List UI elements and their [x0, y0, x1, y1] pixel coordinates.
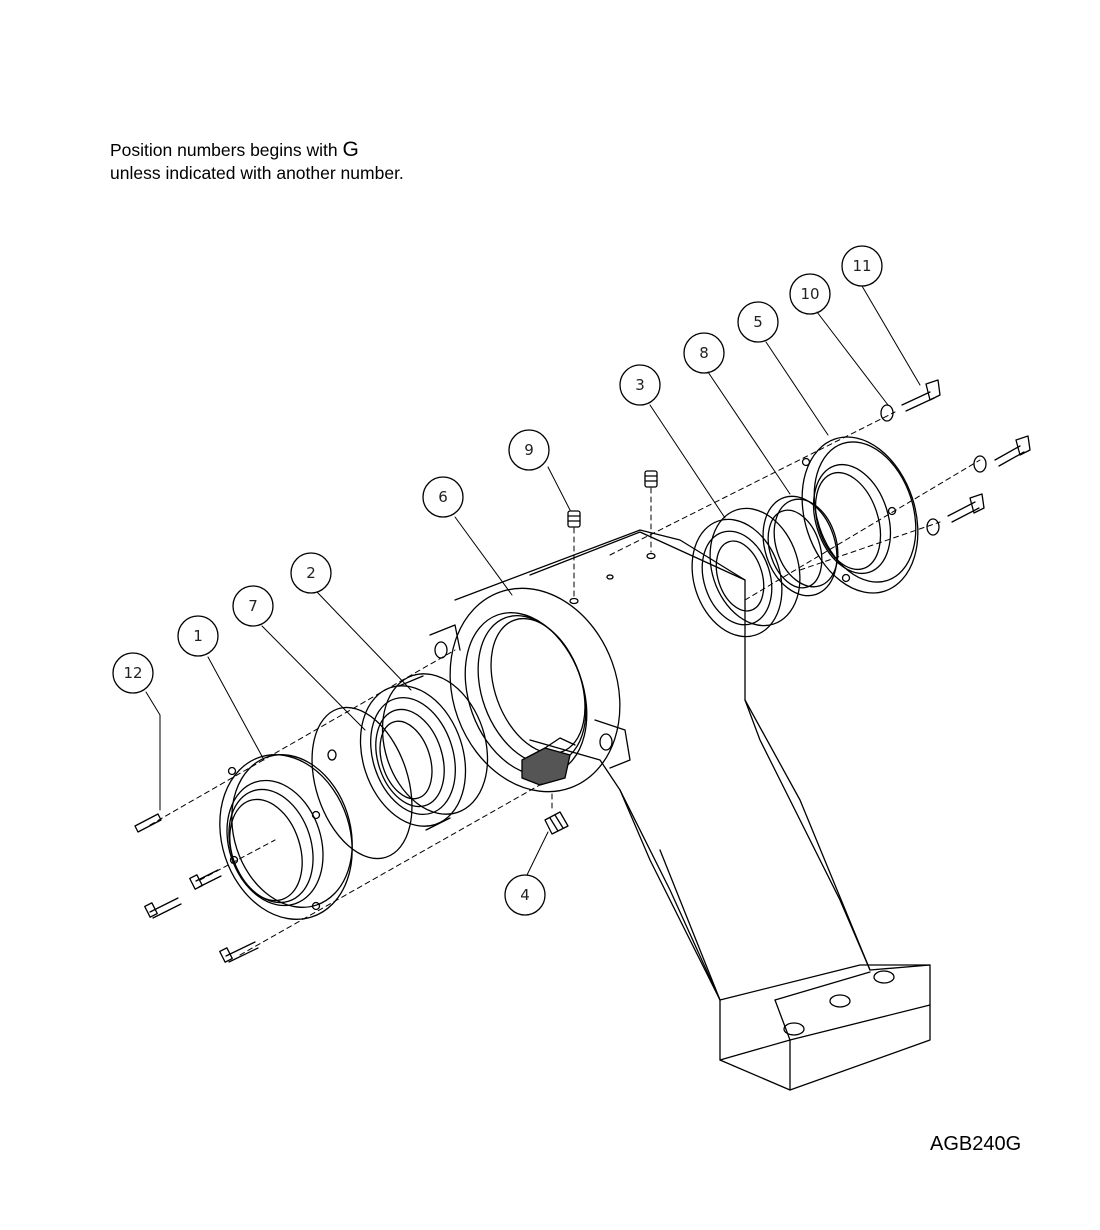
balloon-10: 10 [789, 273, 831, 315]
svg-text:3: 3 [635, 376, 645, 394]
balloon-4: 4 [504, 874, 546, 916]
bearing-left [359, 673, 489, 831]
leader-lines [145, 285, 921, 876]
o-ring-hole [327, 749, 337, 761]
balloon-6: 6 [422, 476, 464, 518]
assembly-axes [149, 411, 981, 956]
grease-nipple-bottom [544, 811, 569, 835]
balloon-8: 8 [683, 332, 725, 374]
svg-text:2: 2 [306, 564, 316, 582]
balloons: 11 10 5 8 3 9 6 2 7 1 12 4 [112, 245, 883, 916]
pedestal-housing [454, 529, 931, 1091]
balloon-12: 12 [112, 652, 154, 694]
drawing-id: AGB240G [930, 1133, 1022, 1155]
svg-text:9: 9 [524, 441, 534, 459]
bearing-right [691, 507, 801, 638]
cover-right [801, 436, 919, 594]
position-note: Position numbers begins with G unless in… [110, 138, 404, 185]
note-line-2: unless indicated with another number. [110, 163, 404, 183]
seal-ring [762, 495, 839, 597]
balloon-2: 2 [290, 552, 332, 594]
svg-text:12: 12 [123, 664, 142, 682]
balloon-11: 11 [841, 245, 883, 287]
bolts [134, 379, 1031, 963]
svg-text:10: 10 [800, 285, 819, 303]
svg-text:6: 6 [438, 488, 448, 506]
svg-text:1: 1 [193, 627, 203, 645]
svg-text:11: 11 [852, 257, 871, 275]
note-line-1: Position numbers begins with G [110, 138, 404, 162]
balloon-1: 1 [177, 615, 219, 657]
svg-text:5: 5 [753, 313, 763, 331]
balloon-7: 7 [232, 585, 274, 627]
cover-seal [219, 754, 353, 920]
grease-nipple-top [567, 470, 658, 528]
housing-flange [429, 587, 631, 793]
balloon-5: 5 [737, 301, 779, 343]
note-prefix-letter: G [342, 138, 359, 161]
o-ring [311, 706, 413, 860]
note-line-1-text: Position numbers begins with [110, 140, 338, 160]
svg-text:4: 4 [520, 886, 530, 904]
svg-text:8: 8 [699, 344, 709, 362]
balloon-3: 3 [619, 364, 661, 406]
svg-text:7: 7 [248, 597, 258, 615]
balloon-9: 9 [508, 429, 550, 471]
